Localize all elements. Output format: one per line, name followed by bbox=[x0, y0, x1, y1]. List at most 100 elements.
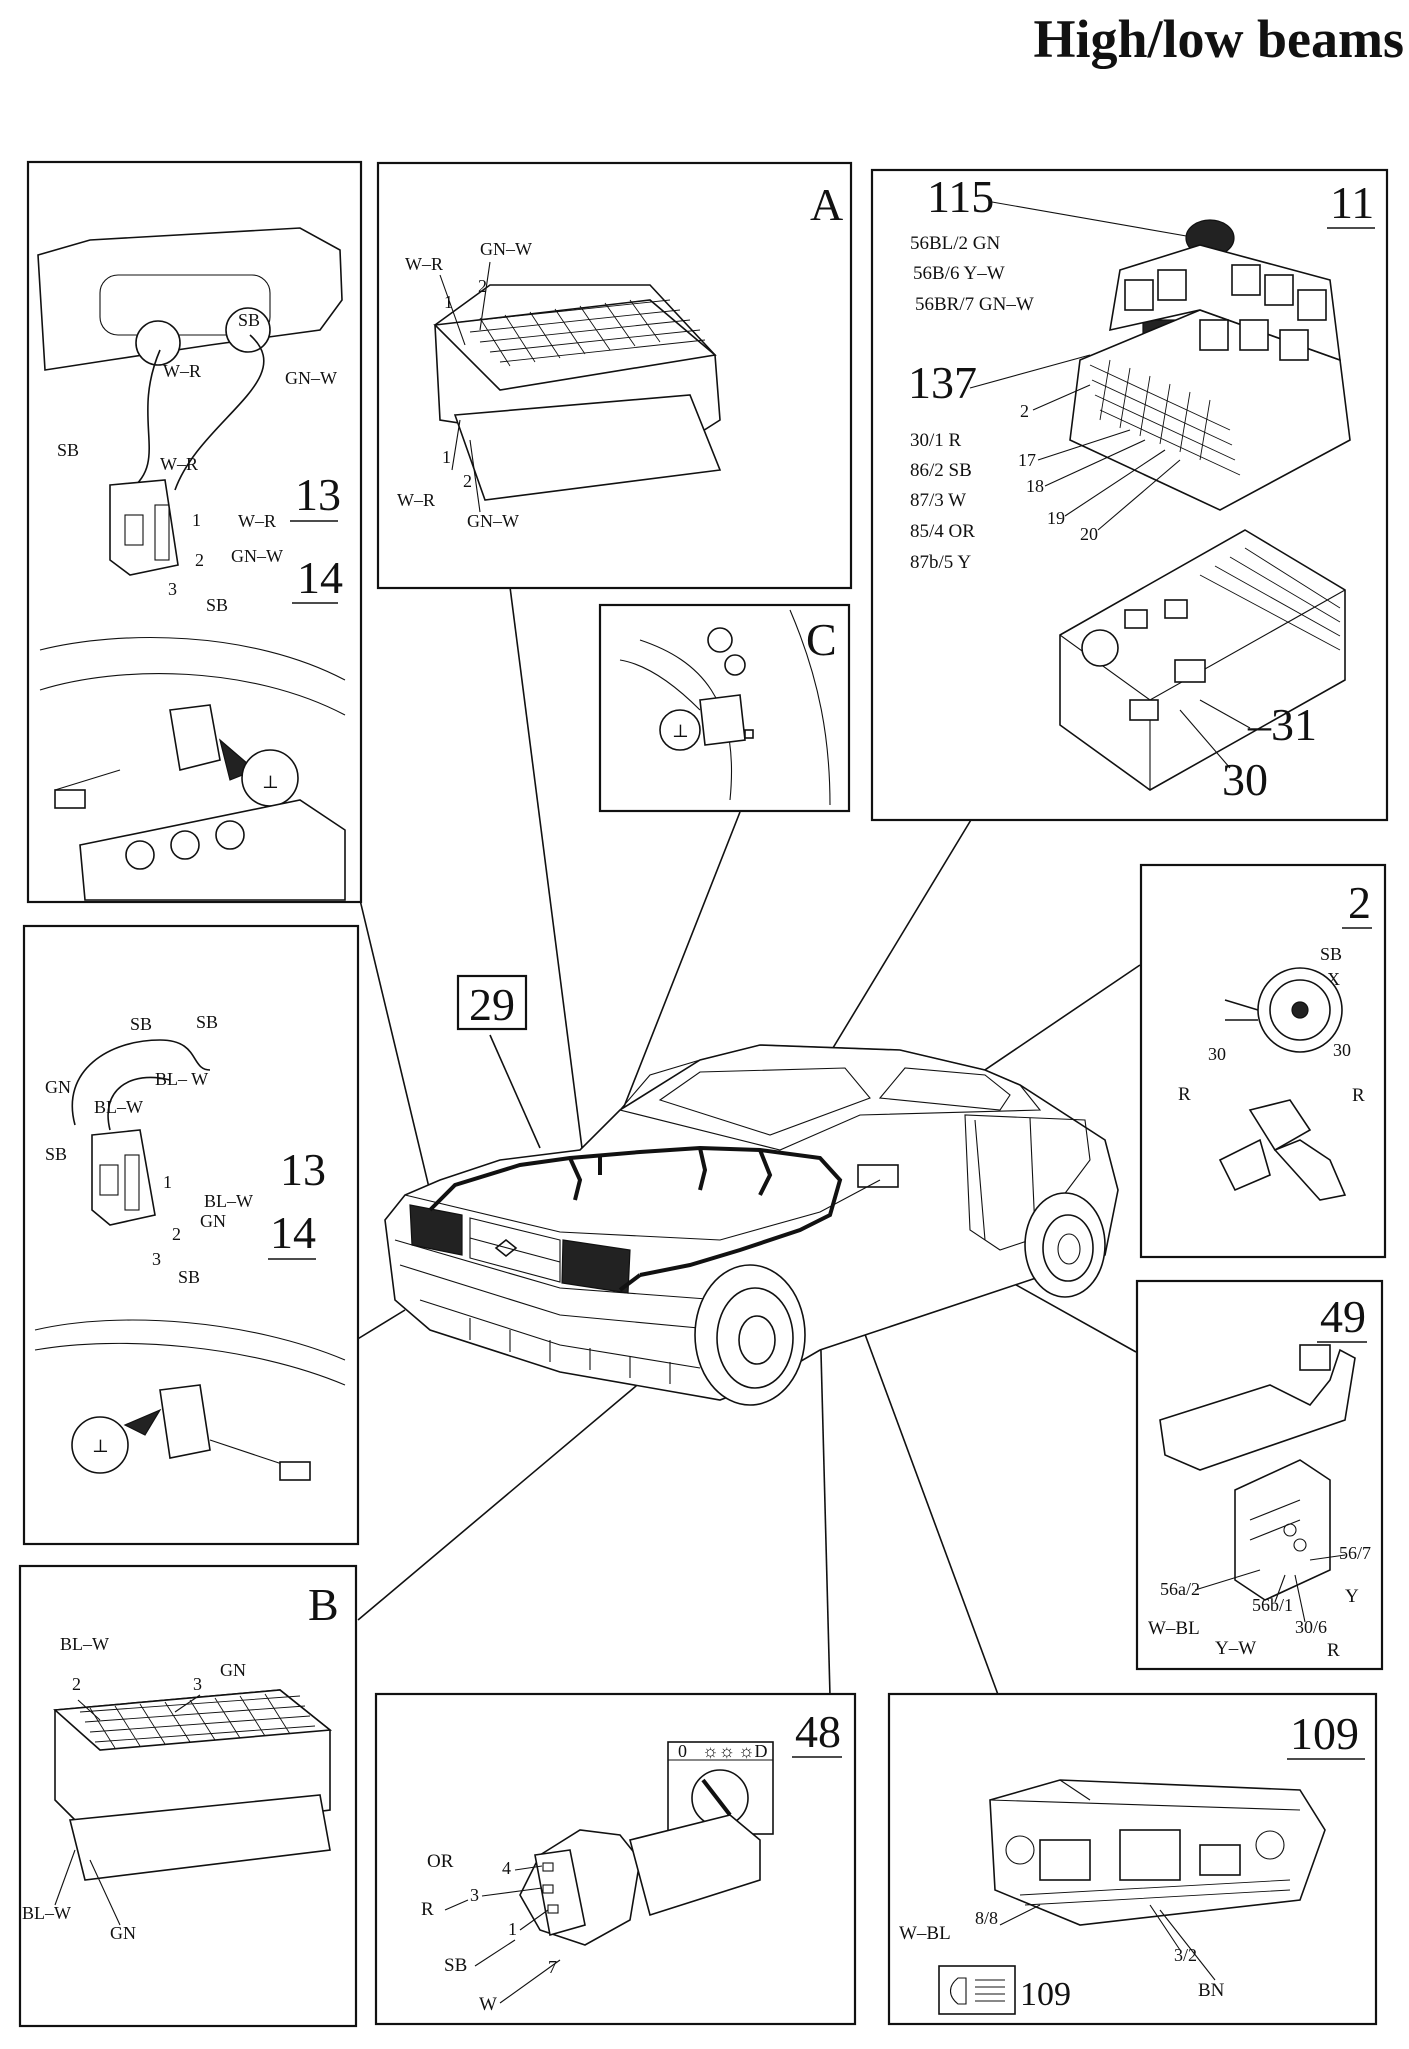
panels-p2-n30-label: 30 bbox=[1333, 1040, 1351, 1060]
panels-left_mid-pin1-label: 1 bbox=[163, 1172, 172, 1192]
panels-left_top-pin2-label: 2 bbox=[195, 550, 204, 570]
panels-p11-lines137-2-label: 87/3 W bbox=[910, 490, 966, 511]
page-title: High/low beams bbox=[1033, 9, 1404, 69]
panels-p11-callouts-4-label: 20 bbox=[1080, 524, 1098, 544]
panels-left_top-sb-label: SB bbox=[238, 310, 260, 330]
panels-p109-sym-label: 109 bbox=[1020, 1976, 1071, 2013]
panel-b: B BL–W GN 2 3 BL–W GN bbox=[18, 1564, 358, 2028]
panels-p48-r-label: R bbox=[421, 1899, 434, 1920]
panels-c-letter-label: C bbox=[806, 614, 837, 665]
panels-left_mid-sb-label: SB bbox=[178, 1267, 200, 1287]
panels-a-pin2-label: 2 bbox=[463, 471, 472, 491]
panels-p2-r-label: R bbox=[1352, 1085, 1365, 1106]
panel-left-top: SB W–R GN–W SB W–R 13 1 W–R GN–W 2 14 3 … bbox=[26, 160, 363, 904]
center-ref-box: 29 bbox=[456, 974, 528, 1031]
panels-p11-ref31-label: –31 bbox=[1247, 699, 1317, 750]
panels-left_top-sb-label: SB bbox=[57, 440, 79, 460]
panel-48: 48 0 ☼☼ ☼D OR 4 3 R 1 SB 7 W bbox=[374, 1692, 857, 2026]
panels-p11-lines137-4-label: 87b/5 Y bbox=[910, 552, 971, 573]
panels-p48-switch_positions-0-label: 0 bbox=[678, 1741, 687, 1761]
panels-p11-lines137-3-label: 85/4 OR bbox=[910, 521, 975, 542]
panels-p49-y-label: Y bbox=[1345, 1586, 1359, 1607]
panels-b-wire_gn-label: GN bbox=[110, 1923, 136, 1943]
panels-a-letter-label: A bbox=[810, 179, 843, 230]
svg-text:⊥: ⊥ bbox=[672, 721, 689, 741]
svg-text:⊥: ⊥ bbox=[262, 772, 279, 792]
panels-p11-relay115-label: 115 bbox=[927, 171, 994, 222]
panels-left_top-sb-label: SB bbox=[206, 595, 228, 615]
panels-p48-switch_positions-1-label: ☼☼ bbox=[702, 1741, 735, 1761]
panel-2: 2 SB X 30 30 R R bbox=[1139, 863, 1387, 1259]
panels-a-wire_w_r-label: W–R bbox=[397, 490, 435, 510]
panels-p2-r-label: R bbox=[1178, 1084, 1191, 1105]
panels-a-pin2-label: 2 bbox=[478, 276, 487, 296]
panels-p11-callouts-2-label: 18 bbox=[1026, 476, 1044, 496]
panels-p2-n30-label: 30 bbox=[1208, 1044, 1226, 1064]
panel-11: 11 115 56BL/2 GN 56B/6 Y–W 56BR/7 GN–W 1… bbox=[870, 168, 1389, 822]
panels-p11-lines115-2-label: 56BR/7 GN–W bbox=[915, 294, 1034, 315]
panels-p49-p56b1-label: 56b/1 bbox=[1252, 1595, 1293, 1615]
panels-left_top-pin3-label: 3 bbox=[168, 579, 177, 599]
panels-left_top-gn_w-label: GN–W bbox=[285, 368, 337, 388]
panels-p11-ref30-label: 30 bbox=[1222, 754, 1268, 805]
panels-p109-ref-label: 109 bbox=[1290, 1708, 1359, 1759]
panels-p11-lines137-0-label: 30/1 R bbox=[910, 430, 962, 451]
panels-a-pin1-label: 1 bbox=[442, 447, 451, 467]
panels-p48-sb-label: SB bbox=[444, 1955, 467, 1976]
panels-left_top-w_r-label: W–R bbox=[163, 361, 201, 381]
panels-p11-lines115-1-label: 56B/6 Y–W bbox=[913, 263, 1005, 284]
panels-p2-sb-label: SB bbox=[1320, 944, 1342, 964]
panels-left_mid-ref14-label: 14 bbox=[270, 1207, 316, 1258]
panels-b-wire_bl_w-label: BL–W bbox=[60, 1634, 109, 1654]
panels-b-pin3-label: 3 bbox=[193, 1674, 202, 1694]
panels-left_top-pin1-label: 1 bbox=[192, 510, 201, 530]
panels-p48-w-label: W bbox=[479, 1994, 497, 2015]
panels-b-wire_bl_w-label: BL–W bbox=[22, 1903, 71, 1923]
panels-left_mid-sb-label: SB bbox=[130, 1014, 152, 1034]
panels-left_top-gn_w-label: GN–W bbox=[231, 546, 283, 566]
panels-p48-ref-label: 48 bbox=[795, 1706, 841, 1757]
panels-p11-ref-label: 11 bbox=[1330, 177, 1374, 228]
panels-left_mid-bl_w2-label: BL– W bbox=[155, 1069, 208, 1089]
panels-left_mid-bl_w-label: BL–W bbox=[204, 1191, 253, 1211]
panel-c: C ⊥ bbox=[598, 603, 851, 813]
panels-a-pin1-label: 1 bbox=[444, 292, 453, 312]
panels-p48-pin7-label: 7 bbox=[548, 1957, 557, 1977]
panels-left_top-w_r-label: W–R bbox=[238, 511, 276, 531]
panels-p11-callouts-0-label: 2 bbox=[1020, 401, 1029, 421]
panel-49: 49 56/7 56a/2 56b/1 30/6 Y W–BL Y–W R bbox=[1135, 1279, 1384, 1671]
panels-left_mid-ref13-label: 13 bbox=[280, 1144, 326, 1195]
panels-p49-r-label: R bbox=[1327, 1640, 1340, 1661]
panel-left-mid: SB SB GN BL– W BL–W SB 13 1 BL–W GN 2 14… bbox=[22, 924, 360, 1546]
panels-p11-relay137-label: 137 bbox=[908, 357, 977, 408]
panels-left_mid-sb-label: SB bbox=[45, 1144, 67, 1164]
panels-p48-or-label: OR bbox=[427, 1851, 454, 1872]
panels-p49-w_bl-label: W–BL bbox=[1148, 1618, 1200, 1639]
panels-b-letter-label: B bbox=[308, 1579, 339, 1630]
panels-left_top-w_r-label: W–R bbox=[160, 454, 198, 474]
panels-p11-lines137-1-label: 86/2 SB bbox=[910, 460, 972, 481]
panels-left_mid-gn-label: GN bbox=[200, 1211, 226, 1231]
panels-b-pin2-label: 2 bbox=[72, 1674, 81, 1694]
panels-p11-callouts-1-label: 17 bbox=[1018, 450, 1036, 470]
car-illustration bbox=[384, 1044, 1119, 1406]
panels-p109-bn-label: BN bbox=[1198, 1980, 1225, 2001]
panels-left_mid-pin3-label: 3 bbox=[152, 1249, 161, 1269]
svg-text:⊥: ⊥ bbox=[92, 1436, 109, 1456]
panels-left_top-ref13-label: 13 bbox=[295, 469, 341, 520]
panels-p109-p88-label: 8/8 bbox=[975, 1908, 998, 1928]
panels-p49-p56a2-label: 56a/2 bbox=[1160, 1579, 1200, 1599]
panels-left_mid-gn-label: GN bbox=[45, 1077, 71, 1097]
panels-p109-w_bl-label: W–BL bbox=[899, 1923, 951, 1944]
panels-p49-p567-label: 56/7 bbox=[1339, 1543, 1371, 1563]
panels-a-wire_gn_w-label: GN–W bbox=[467, 511, 519, 531]
panels-b-wire_gn-label: GN bbox=[220, 1660, 246, 1680]
panels-a-wire_w_r-label: W–R bbox=[405, 254, 443, 274]
panels-left_top-ref14-label: 14 bbox=[297, 552, 343, 603]
panels-p109-p32-label: 3/2 bbox=[1174, 1945, 1197, 1965]
panels-p48-pin1-label: 1 bbox=[508, 1919, 517, 1939]
panel-109: 109 8/8 W–BL 3/2 BN 109 bbox=[887, 1692, 1378, 2026]
panels-left_mid-sb-label: SB bbox=[196, 1012, 218, 1032]
panels-p48-pin3-label: 3 bbox=[470, 1885, 479, 1905]
